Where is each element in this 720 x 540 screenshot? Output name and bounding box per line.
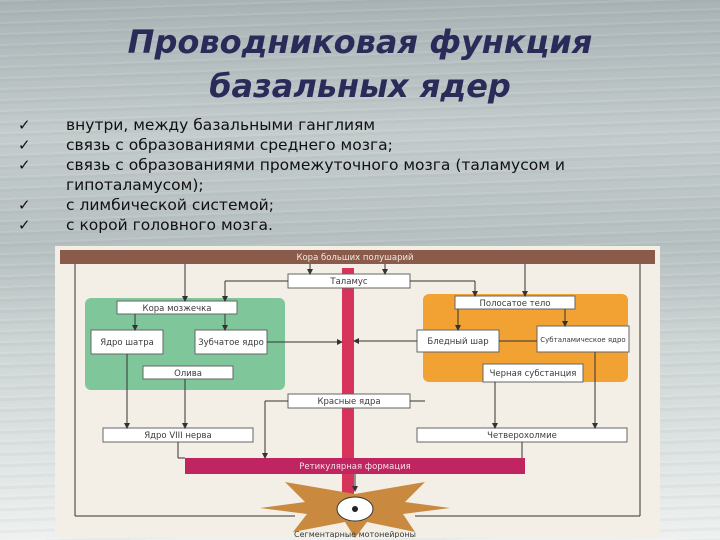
reticular-label: Ретикулярная формация xyxy=(299,462,410,472)
olive-box xyxy=(142,365,234,380)
bullet-item-continuation: гипоталамусом); xyxy=(66,176,204,194)
bullet-item: ✓связь с образованиями среднего мозга; xyxy=(18,136,393,154)
connection-lines xyxy=(74,264,641,517)
dentate-nucleus-label: Зубчатое ядро xyxy=(198,338,264,348)
cerebellar-cortex-label: Кора мозжечка xyxy=(143,304,212,314)
diagram-svg: Кора больших полушарий Таламус Кора мозж… xyxy=(60,250,655,538)
cerebellar-cortex-box xyxy=(116,300,238,315)
substantia-nigra-label: Черная субстанция xyxy=(490,369,577,379)
motoneuron-icon xyxy=(260,482,450,538)
quadrigemina-label: Четверохолмие xyxy=(487,431,557,441)
thalamus-label: Таламус xyxy=(329,277,367,287)
bullet-list: ✓внутри, между базальными ганглиям ✓связ… xyxy=(12,115,652,235)
checkmark-icon: ✓ xyxy=(18,116,31,134)
bullet-item: ✓с лимбической системой; xyxy=(18,196,274,214)
cortex-label: Кора больших полушарий xyxy=(296,253,413,263)
pallidum-label: Бледный шар xyxy=(427,337,488,347)
slide-title: Проводниковая функция базальных ядер xyxy=(0,20,720,108)
motoneuron-label: Сегментарные мотонейроны xyxy=(294,530,416,538)
striatum-label: Полосатое тело xyxy=(479,299,550,309)
striatum-box xyxy=(454,295,576,310)
reticular-bar xyxy=(185,458,525,474)
bullet-item: ✓внутри, между базальными ганглиям xyxy=(18,116,376,134)
checkmark-icon: ✓ xyxy=(18,136,31,154)
central-pathway xyxy=(342,268,354,516)
subthalamic-box xyxy=(536,325,630,353)
cortex-bar xyxy=(60,250,655,264)
checkmark-icon: ✓ xyxy=(18,216,31,234)
tent-nucleus-label: Ядро шатра xyxy=(100,338,154,348)
vestibular-label: Ядро VIII нерва xyxy=(144,431,212,441)
basal-ganglia-diagram: Кора больших полушарий Таламус Кора мозж… xyxy=(55,246,660,538)
neuron-nucleolus xyxy=(352,506,358,512)
slide-title-line-2: базальных ядер xyxy=(209,67,511,105)
slide-title-line-1: Проводниковая функция xyxy=(127,23,593,61)
basal-region xyxy=(423,294,628,382)
red-nucleus-label: Красные ядра xyxy=(317,397,380,407)
bullet-item: ✓связь с образованиями промежуточного мо… xyxy=(18,156,565,174)
subthalamic-label: Субталамическое ядро xyxy=(540,336,625,344)
olive-label: Олива xyxy=(174,369,202,379)
bullet-item: ✓с корой головного мозга. xyxy=(18,216,273,234)
substantia-nigra-box xyxy=(482,363,584,383)
checkmark-icon: ✓ xyxy=(18,196,31,214)
checkmark-icon: ✓ xyxy=(18,156,31,174)
